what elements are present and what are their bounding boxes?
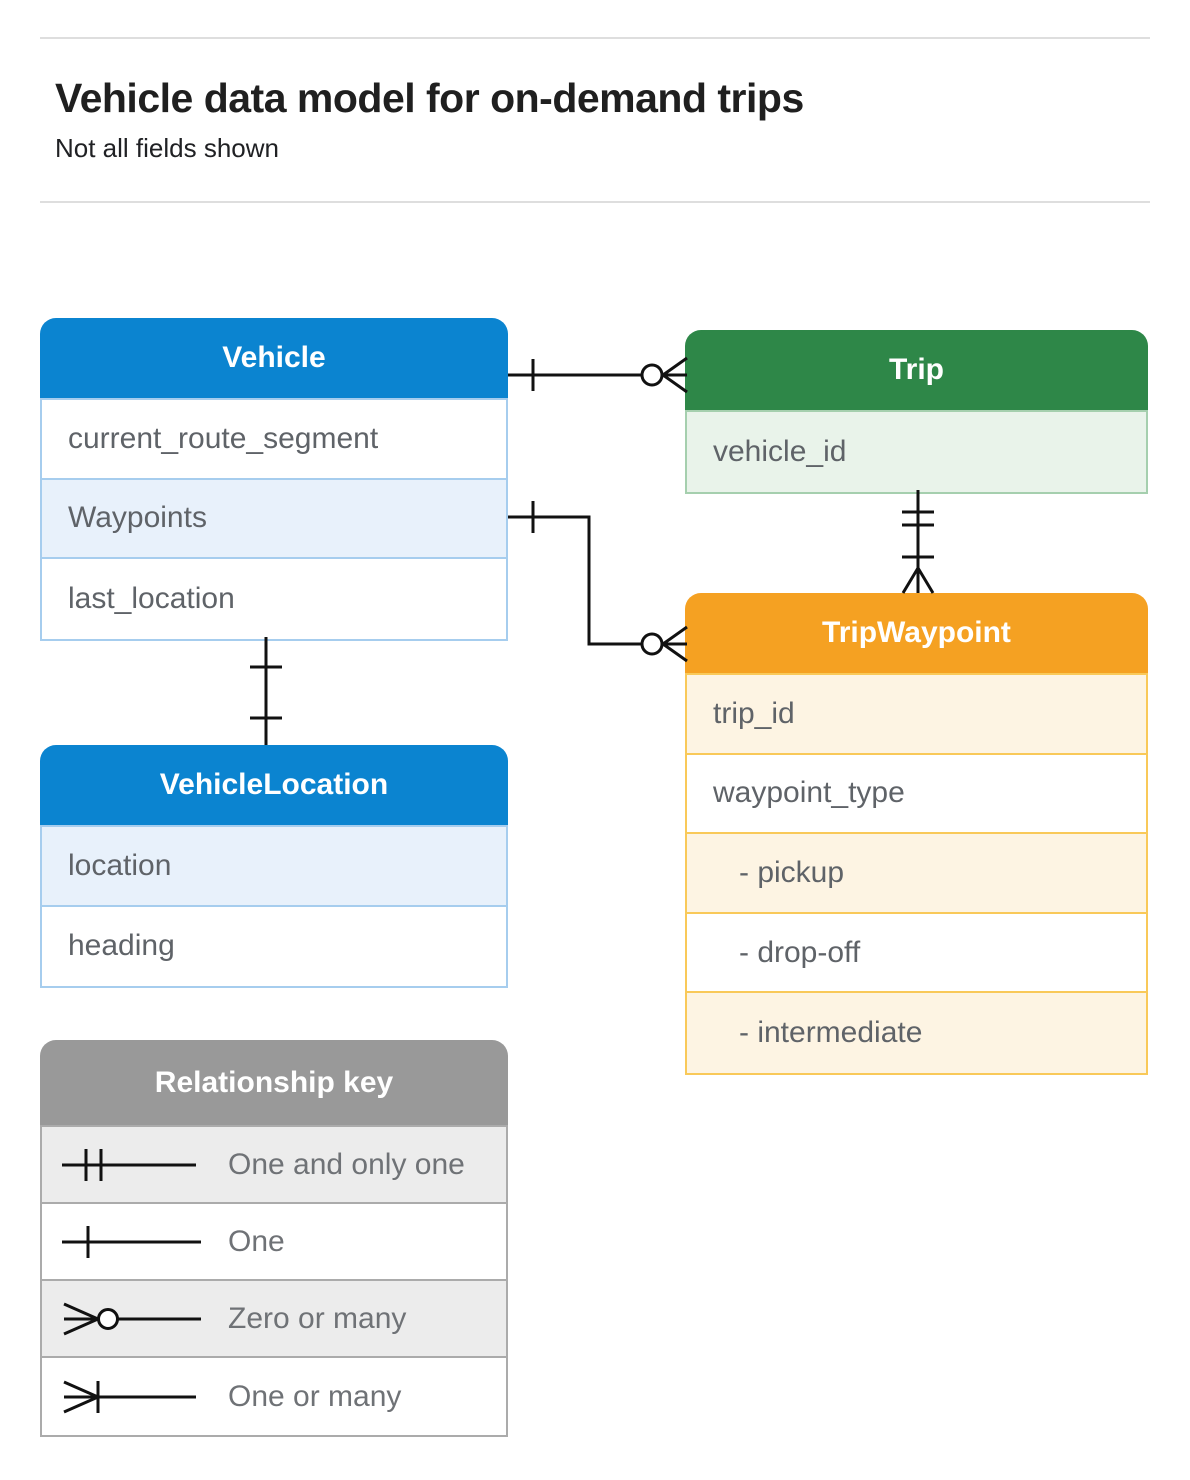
entity-trip-rows: vehicle_id	[685, 410, 1148, 494]
relationship-key: Relationship key One and only one One Ze…	[40, 1040, 508, 1437]
field-row: location	[42, 827, 506, 907]
field-label: vehicle_id	[713, 434, 847, 468]
zero-or-many-symbol	[63, 1302, 201, 1335]
connector-trip-tripwaypoint	[901, 490, 935, 594]
entity-vehicle-location: VehicleLocation location heading	[40, 745, 508, 989]
field-label: waypoint_type	[713, 776, 905, 810]
one-symbol	[62, 1225, 201, 1258]
entity-vehicle-header: Vehicle	[40, 318, 508, 398]
header-divider	[40, 201, 1150, 203]
field-row: heading	[42, 907, 506, 987]
field-row: - intermediate	[687, 993, 1146, 1073]
field-label: - drop-off	[739, 935, 861, 969]
field-label: location	[68, 848, 172, 882]
page-title: Vehicle data model for on-demand trips	[55, 75, 804, 121]
entity-trip-waypoint-title: TripWaypoint	[822, 616, 1011, 649]
field-label: heading	[68, 929, 175, 963]
legend-row: One or many	[42, 1358, 506, 1435]
field-row: trip_id	[687, 675, 1146, 755]
legend-row: Zero or many	[42, 1281, 506, 1358]
entity-vehicle: Vehicle current_route_segment Waypoints …	[40, 318, 508, 641]
entity-trip-waypoint: TripWaypoint trip_id waypoint_type - pic…	[685, 593, 1148, 1075]
crow-foot	[901, 567, 935, 594]
top-divider	[40, 37, 1150, 39]
entity-trip-waypoint-rows: trip_id waypoint_type - pickup - drop-of…	[685, 673, 1148, 1075]
connector-vehicle-trip	[508, 356, 688, 394]
legend-label: One	[228, 1224, 285, 1258]
legend-row: One	[42, 1204, 506, 1281]
field-row: last_location	[42, 559, 506, 639]
legend-row: One and only one	[42, 1127, 506, 1204]
connector-waypoints-tripwaypoint	[508, 501, 688, 663]
entity-trip: Trip vehicle_id	[685, 330, 1148, 494]
field-label: - pickup	[739, 855, 845, 889]
entity-trip-waypoint-header: TripWaypoint	[685, 593, 1148, 673]
zero-circle	[640, 363, 664, 387]
field-row: Waypoints	[42, 479, 506, 560]
field-row: vehicle_id	[687, 412, 1146, 492]
field-row: - drop-off	[687, 914, 1146, 994]
relationship-key-header: Relationship key	[40, 1040, 508, 1125]
legend-label: One or many	[228, 1379, 402, 1413]
field-label: last_location	[68, 581, 235, 615]
entity-vehicle-location-header: VehicleLocation	[40, 745, 508, 825]
relationship-key-rows: One and only one One Zero or many One or…	[40, 1125, 508, 1437]
crow-foot	[662, 356, 688, 394]
entity-vehicle-location-rows: location heading	[40, 825, 508, 989]
field-label: - intermediate	[739, 1016, 923, 1050]
connector-vehicle-vehiclelocation	[250, 637, 282, 745]
field-label: Waypoints	[68, 501, 207, 535]
connector-line	[508, 515, 642, 646]
entity-vehicle-title: Vehicle	[222, 341, 326, 374]
entity-trip-title: Trip	[888, 353, 944, 386]
legend-label: One and only one	[228, 1147, 465, 1181]
one-and-only-one-symbol	[62, 1148, 196, 1181]
entity-trip-header: Trip	[685, 330, 1148, 410]
legend-label: Zero or many	[228, 1301, 407, 1335]
zero-circle	[640, 632, 664, 656]
field-label: current_route_segment	[68, 421, 379, 455]
crow-foot	[662, 625, 688, 663]
field-row: current_route_segment	[42, 400, 506, 480]
relationship-key-title: Relationship key	[154, 1065, 394, 1099]
entity-vehicle-location-title: VehicleLocation	[159, 768, 389, 801]
page-subtitle: Not all fields shown	[55, 133, 279, 163]
field-row: - pickup	[687, 834, 1146, 914]
field-row: waypoint_type	[687, 755, 1146, 835]
field-label: trip_id	[713, 696, 795, 730]
entity-vehicle-rows: current_route_segment Waypoints last_loc…	[40, 398, 508, 641]
one-or-many-symbol	[63, 1380, 196, 1413]
